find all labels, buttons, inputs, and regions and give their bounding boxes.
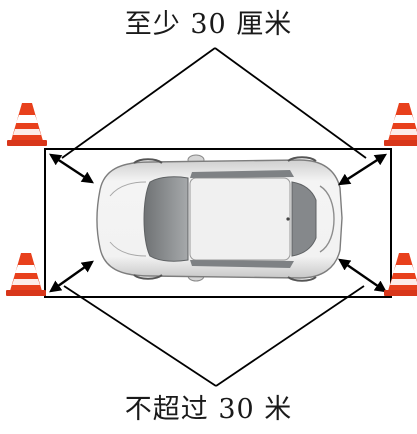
traffic-cone-icon [6, 253, 46, 296]
max-distance-label: 不超过 30 米 [124, 394, 293, 425]
car-top-view-icon [96, 154, 343, 282]
rear-top-arrow-icon [337, 153, 388, 186]
parking-space-outline [44, 148, 392, 298]
bottom-pointer-lines [63, 285, 365, 387]
traffic-cone-icon [384, 253, 417, 296]
rear-bottom-arrow-icon [338, 258, 387, 293]
top-pointer-lines [61, 47, 367, 159]
front-top-arrow-icon [48, 153, 95, 184]
traffic-cone-icon [7, 103, 47, 146]
clearance-arrows [48, 153, 388, 293]
min-distance-label: 至少 30 厘米 [124, 9, 293, 40]
traffic-cone-icon [384, 103, 417, 146]
front-bottom-arrow-icon [49, 260, 94, 293]
